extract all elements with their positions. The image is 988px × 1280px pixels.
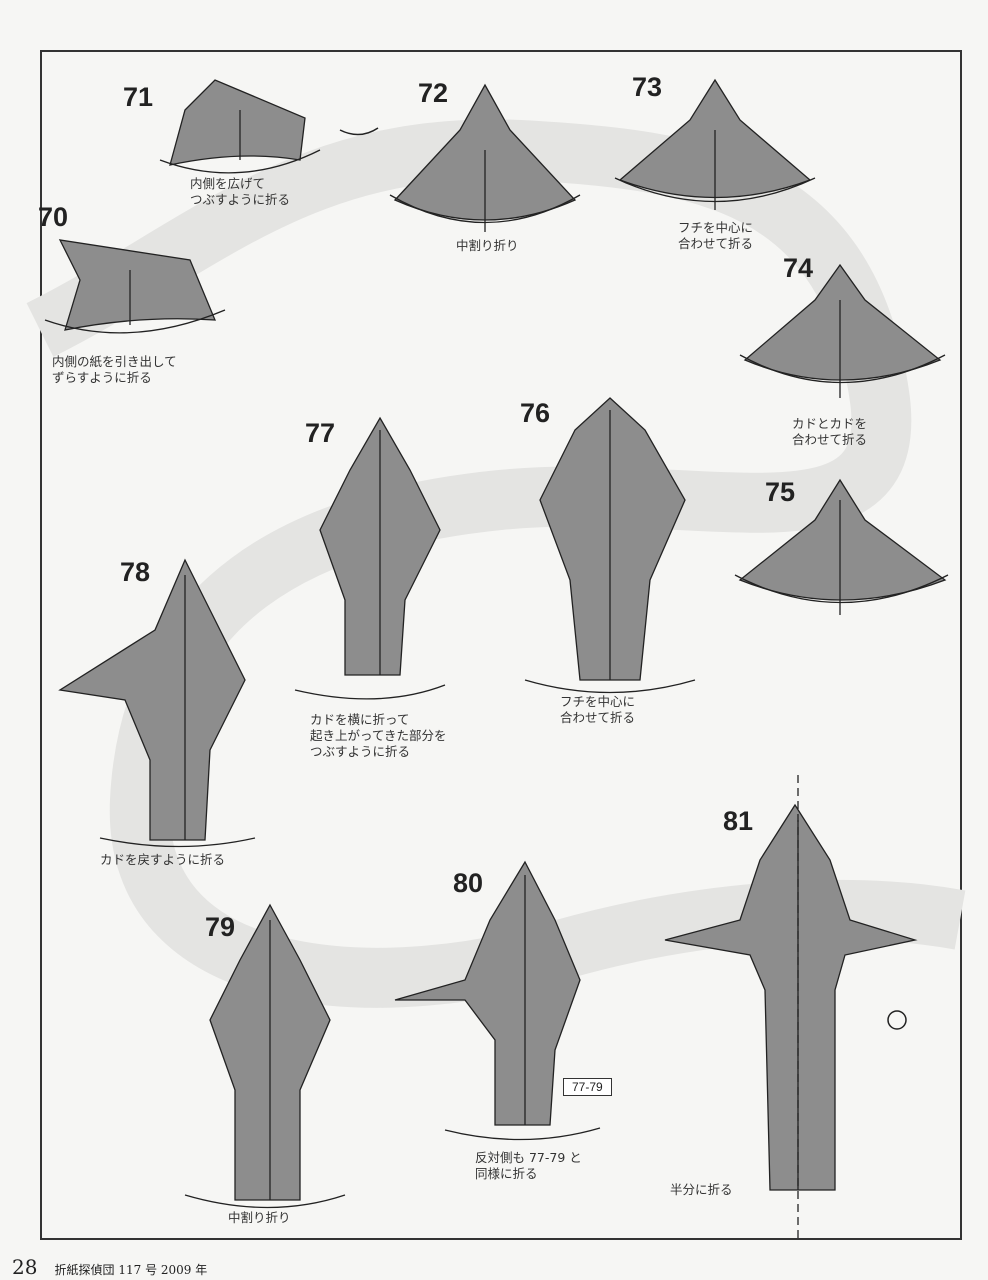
step-80-model [394, 860, 581, 1126]
caption-line: 合わせて折る [560, 710, 636, 725]
step-number: 73 [632, 72, 663, 102]
step-73-model [618, 78, 812, 210]
step-71-model [169, 79, 306, 166]
ground-arcs [44, 149, 949, 1240]
caption-line: 内側を広げて [190, 176, 266, 191]
caption-line: 反対側も 77-79 と [475, 1150, 582, 1165]
caption-line: カドとカドを [792, 416, 868, 431]
caption-line: カドを戻すように折る [100, 852, 226, 867]
step-78-model [58, 558, 246, 841]
step-number: 72 [418, 78, 449, 108]
caption-line: 起き上がってきた部分を [310, 728, 447, 743]
step-number: 75 [765, 477, 796, 507]
step-caption: 反対側も 77-79 と同様に折る [475, 1150, 582, 1182]
caption-line: 中割り折り [228, 1210, 291, 1225]
step-70-model [58, 239, 217, 331]
rotate-icon [887, 1010, 907, 1030]
step-caption: 内側を広げてつぶすように折る [190, 176, 290, 208]
page-number: 28 [12, 1255, 38, 1279]
caption-line: カドを横に折って [310, 712, 410, 727]
caption-line: 合わせて折る [678, 236, 754, 251]
step-caption: 内側の紙を引き出してずらすように折る [52, 354, 177, 386]
step-caption: カドを横に折って起き上がってきた部分をつぶすように折る [310, 712, 447, 760]
step-caption: カドとカドを合わせて折る [792, 416, 867, 448]
step-caption: フチを中心に合わせて折る [560, 694, 635, 726]
step-number: 76 [520, 398, 551, 428]
caption-line: 中割り折り [456, 238, 519, 253]
caption-line: フチを中心に [560, 694, 636, 709]
step-number: 77 [305, 418, 336, 448]
step-79-model [209, 903, 331, 1201]
step-number: 81 [723, 806, 754, 836]
step-caption: 半分に折る [670, 1182, 733, 1198]
step-caption: フチを中心に合わせて折る [678, 220, 753, 252]
caption-line: 内側の紙を引き出して [52, 354, 177, 369]
page-frame [40, 50, 962, 1240]
caption-line: つぶすように折る [310, 744, 411, 759]
step-number: 74 [783, 253, 814, 283]
arrow-icon [339, 127, 379, 136]
step-76-model [539, 397, 686, 681]
step-number: 79 [205, 912, 236, 942]
step-number: 80 [453, 868, 484, 898]
caption-line: フチを中心に [678, 220, 754, 235]
caption-line: 半分に折る [670, 1182, 733, 1197]
step-caption: 中割り折り [456, 238, 519, 254]
step-number: 70 [38, 202, 69, 232]
caption-line: ずらすように折る [52, 370, 152, 385]
page-footer: 28 折紙探偵団 117 号 2009 年 [12, 1255, 207, 1279]
caption-line: つぶすように折る [190, 192, 291, 207]
step-74-model [743, 263, 942, 398]
step-number: 78 [120, 557, 151, 587]
step-77-model [319, 416, 441, 676]
step-caption: カドを戻すように折る [100, 852, 225, 868]
step-81-model [664, 803, 918, 1191]
publication-info: 折紙探偵団 117 号 2009 年 [54, 1263, 208, 1277]
reference-steps-box: 77-79 [563, 1078, 612, 1096]
caption-line: 同様に折る [475, 1166, 538, 1181]
step-number: 71 [123, 82, 154, 112]
caption-line: 合わせて折る [792, 432, 868, 447]
step-caption: 中割り折り [228, 1210, 291, 1226]
